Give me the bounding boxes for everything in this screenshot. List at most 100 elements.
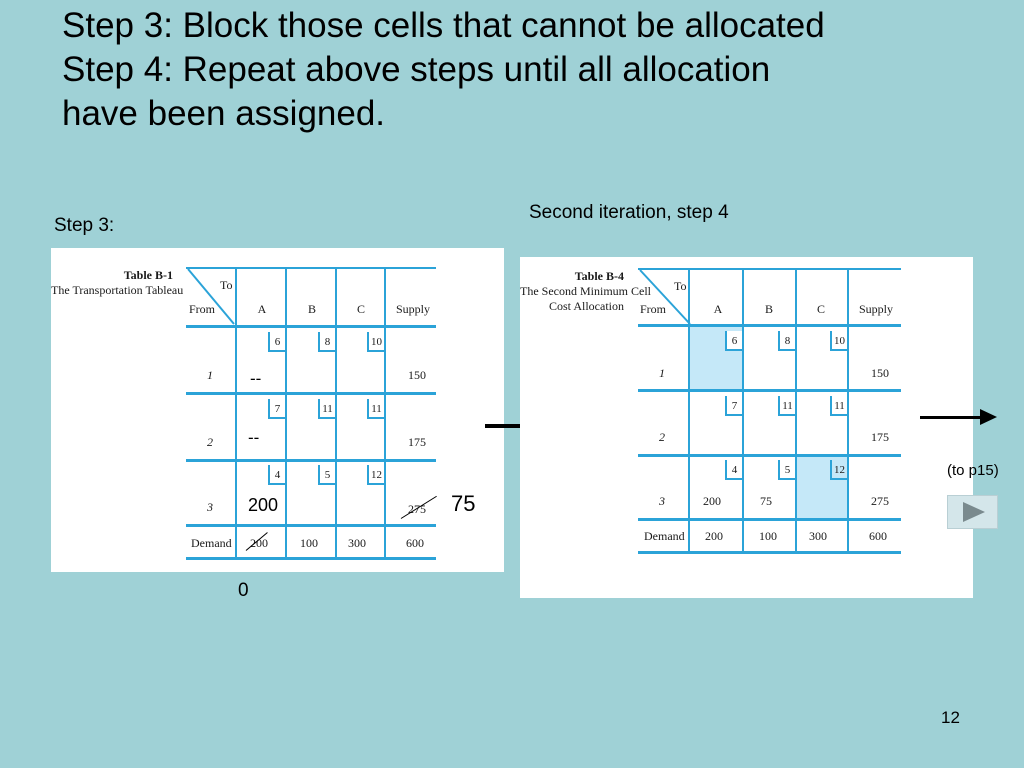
right-grid-line — [638, 268, 901, 270]
left-col-a: A — [257, 302, 267, 316]
blocked-cell-2a: -- — [248, 428, 260, 447]
left-cost-3a: 4 — [268, 465, 285, 485]
right-demand-total: 600 — [869, 529, 887, 543]
left-grid-line — [186, 392, 436, 395]
left-table-id: Table B-1 — [123, 268, 173, 282]
left-header-to: To — [220, 278, 233, 292]
right-supply-2: 175 — [871, 430, 889, 444]
right-cost-3b: 5 — [778, 460, 795, 480]
right-grid-line — [795, 268, 797, 554]
left-table-caption: Table B-1 The Transportation Tableau — [51, 268, 183, 298]
step3-caption: Step 3: — [54, 215, 115, 236]
right-col-a: A — [713, 302, 723, 316]
left-cost-3c: 12 — [367, 465, 384, 485]
blocked-cell-1a: -- — [250, 369, 262, 388]
right-demand-label: Demand — [644, 529, 685, 543]
left-grid-line — [186, 267, 436, 269]
left-col-c: C — [356, 302, 365, 316]
right-grid-line — [638, 324, 901, 327]
left-demand-b: 100 — [300, 536, 318, 550]
right-cost-2a: 7 — [725, 396, 742, 416]
right-cost-2c: 11 — [830, 396, 847, 416]
left-grid-line — [186, 557, 436, 560]
right-table-image: Table B-4 The Second Minimum Cell Cost A… — [520, 257, 973, 598]
right-header-to: To — [674, 279, 687, 293]
left-cost-1b: 8 — [318, 332, 335, 352]
play-icon — [963, 502, 985, 522]
left-demand-total: 600 — [406, 536, 424, 550]
right-grid-line — [638, 518, 901, 521]
right-col-c: C — [816, 302, 825, 316]
left-grid-line — [186, 325, 436, 328]
right-supply-1: 150 — [871, 366, 889, 380]
title-line-1: Step 3: Block those cells that cannot be… — [62, 6, 825, 45]
next-arrow-shaft — [920, 416, 982, 419]
left-supply-2: 175 — [408, 435, 426, 449]
right-grid-line — [638, 551, 901, 554]
left-header-diagonal — [187, 268, 235, 325]
right-demand-a: 200 — [705, 529, 723, 543]
left-grid-line — [285, 267, 287, 560]
next-page-label: (to p15) — [947, 462, 999, 479]
right-grid-line — [742, 268, 744, 554]
right-grid-line — [688, 268, 690, 554]
next-arrow-icon — [980, 409, 997, 425]
left-demand-c: 300 — [348, 536, 366, 550]
right-grid-line — [638, 454, 901, 457]
left-cost-2b: 11 — [318, 399, 335, 419]
left-cost-1a: 6 — [268, 332, 285, 352]
left-demand-a: 200 — [250, 536, 268, 550]
left-grid-line — [384, 267, 386, 560]
allocation-3a: 200 — [248, 495, 279, 515]
slide-title: Step 3: Block those cells that cannot be… — [62, 4, 1002, 136]
right-row-1: 1 — [659, 366, 665, 380]
left-grid-line — [186, 459, 436, 462]
right-alloc-3b: 75 — [760, 494, 772, 508]
left-cost-2c: 11 — [367, 399, 384, 419]
right-supply-3: 275 — [871, 494, 889, 508]
right-cost-1a: 6 — [725, 331, 742, 351]
second-iteration-caption: Second iteration, step 4 — [529, 202, 729, 223]
right-col-b: B — [764, 302, 773, 316]
left-col-b: B — [307, 302, 316, 316]
right-table-id: Table B-4 — [574, 269, 624, 283]
remaining-supply-value: 75 — [451, 491, 476, 516]
page-number: 12 — [941, 708, 960, 727]
left-col-supply: Supply — [396, 302, 431, 316]
right-cost-3a: 4 — [725, 460, 742, 480]
arrow-shaft — [485, 424, 553, 428]
left-cost-1c: 10 — [367, 332, 384, 352]
left-row-2: 2 — [207, 435, 213, 449]
right-row-3: 3 — [659, 494, 665, 508]
right-table-caption: Table B-4 The Second Minimum Cell Cost A… — [520, 269, 651, 314]
right-demand-b: 100 — [759, 529, 777, 543]
title-line-2: Step 4: Repeat above steps until all all… — [62, 50, 771, 89]
next-slide-button[interactable] — [947, 495, 998, 529]
left-header-from: From — [189, 302, 216, 316]
left-row-1: 1 — [207, 368, 213, 382]
left-table-image: Table B-1 The Transportation Tableau To … — [51, 248, 504, 572]
right-header-from: From — [640, 302, 667, 316]
right-cost-2b: 11 — [778, 396, 795, 416]
left-row-3: 3 — [207, 500, 213, 514]
right-table-name-1: The Second Minimum Cell — [520, 284, 651, 298]
left-cost-2a: 7 — [268, 399, 285, 419]
left-grid-line — [186, 524, 436, 527]
left-grid-line — [235, 267, 237, 560]
right-header-diagonal — [639, 269, 691, 325]
right-row-2: 2 — [659, 430, 665, 444]
right-col-supply: Supply — [859, 302, 894, 316]
title-line-3: have been assigned. — [62, 94, 386, 133]
left-supply-1: 150 — [408, 368, 426, 382]
left-cost-3b: 5 — [318, 465, 335, 485]
right-grid-line — [638, 389, 901, 392]
left-grid-line — [335, 267, 337, 560]
left-demand-label: Demand — [191, 536, 232, 550]
right-cost-3c: 12 — [830, 460, 847, 480]
right-table-name-2: Cost Allocation — [549, 299, 624, 313]
right-cost-1c: 10 — [830, 331, 847, 351]
right-cost-1b: 8 — [778, 331, 795, 351]
right-grid-line — [847, 268, 849, 554]
remaining-demand-value: 0 — [238, 580, 249, 601]
right-demand-c: 300 — [809, 529, 827, 543]
